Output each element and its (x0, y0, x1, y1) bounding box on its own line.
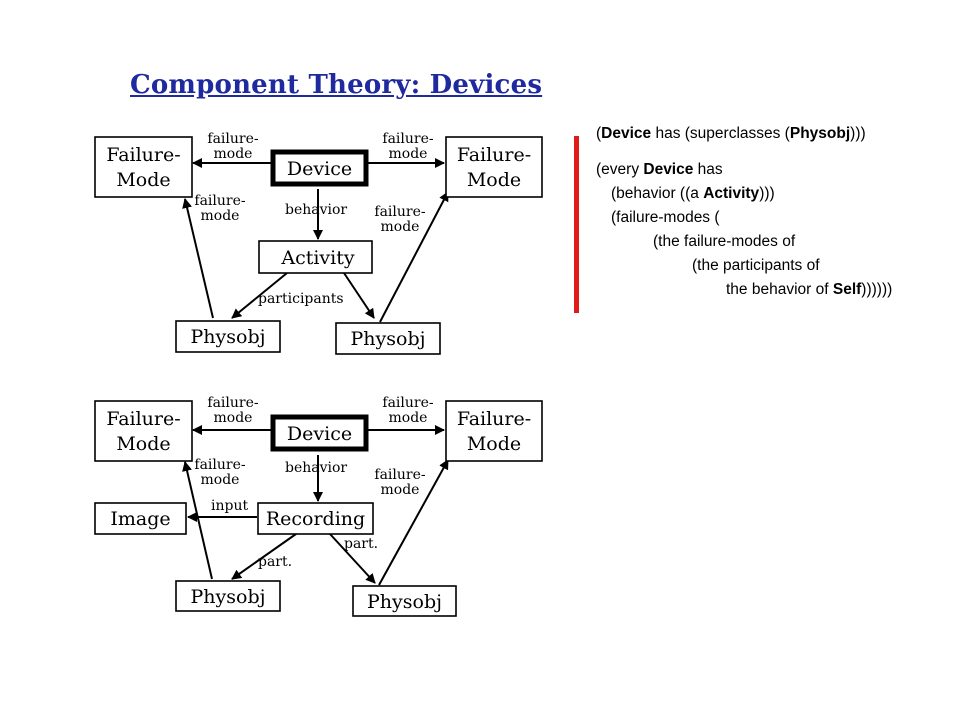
code-line-7: the behavior of Self)))))) (596, 278, 956, 302)
code-line-6: (the participants of (596, 254, 956, 278)
physobj-right-2-label: Physobj (367, 591, 442, 613)
failure-mode-left-line1: Failure- (106, 144, 180, 166)
image-label: Image (110, 508, 170, 530)
physobj-left-label: Physobj (191, 326, 266, 348)
failure-mode-left-2-line1: Failure- (106, 408, 180, 430)
failure-mode-left-node: Failure- Mode (94, 136, 193, 198)
edge2-physobj-right-to-failure-mode-right (378, 459, 449, 586)
edge2-recording-to-physobj-left (231, 533, 297, 580)
km-code-block: (Device has (superclasses (Physobj))) (e… (596, 122, 956, 302)
code-keyword: Activity (703, 185, 760, 202)
device-label: Device (287, 158, 352, 180)
accent-bar (574, 136, 579, 313)
activity-node: Activity (258, 240, 373, 274)
code-line-3: (behavior ((a Activity))) (596, 182, 956, 206)
device-node-2: Device (270, 414, 369, 452)
failure-mode-right-line2: Mode (467, 169, 521, 191)
code-line-2: (every Device has (596, 158, 956, 182)
code-keyword: Physobj (789, 125, 851, 142)
code-text: ( (596, 125, 602, 142)
failure-mode-right-2-line1: Failure- (457, 408, 531, 430)
edge2-label-part-right: part. (344, 536, 378, 552)
failure-mode-left-2-line2: Mode (116, 433, 170, 455)
edge2-label-fm-top-right-1: failure- (382, 395, 433, 411)
edge-label-participants: participants (258, 291, 344, 307)
code-text: ))) (759, 185, 775, 202)
activity-label: Activity (280, 247, 355, 269)
failure-mode-right-node: Failure- Mode (445, 136, 543, 198)
code-text: (failure-modes ( (611, 209, 720, 226)
edge2-label-fm-diag-right-2: mode (381, 482, 420, 498)
edge-activity-to-physobj-right (343, 272, 375, 319)
physobj-right-node: Physobj (335, 322, 441, 355)
failure-mode-left-node-2: Failure- Mode (94, 400, 193, 462)
edge2-label-fm-diag-left-1: failure- (194, 457, 245, 473)
edge-label-behavior: behavior (285, 202, 347, 218)
code-text: (every (596, 161, 644, 178)
physobj-left-node: Physobj (175, 320, 281, 353)
edge2-label-input: input (211, 498, 248, 514)
code-text: )))))) (861, 281, 893, 298)
edge-activity-to-physobj-left (231, 272, 288, 319)
device-label-2: Device (287, 423, 352, 445)
code-text: (the failure-modes of (653, 233, 796, 250)
physobj-left-node-2: Physobj (175, 580, 281, 612)
diagram-1: Failure- Mode Failure- Mode Device Activ… (94, 131, 543, 355)
edge-label-fm-diag-left-1: failure- (194, 193, 245, 209)
edge2-label-fm-diag-left-2: mode (201, 472, 240, 488)
code-text: the behavior of (726, 281, 833, 298)
edge-label-fm-diag-left-2: mode (201, 208, 240, 224)
code-text: has (693, 161, 723, 178)
failure-mode-left-line2: Mode (116, 169, 170, 191)
failure-mode-right-node-2: Failure- Mode (445, 400, 543, 462)
recording-label: Recording (266, 508, 365, 530)
edge2-label-fm-top-right-2: mode (389, 410, 428, 426)
edge2-recording-to-physobj-right (329, 533, 376, 584)
edge-label-fm-top-left-1: failure- (207, 131, 258, 147)
image-node: Image (94, 502, 187, 535)
code-keyword: Device (643, 161, 694, 178)
failure-mode-right-2-line2: Mode (467, 433, 521, 455)
code-text: ))) (850, 125, 866, 142)
edge-label-fm-diag-right-2: mode (381, 219, 420, 235)
failure-mode-right-line1: Failure- (457, 144, 531, 166)
edge-physobj-left-to-failure-mode-left (182, 198, 214, 319)
code-text: has (superclasses ( (651, 125, 790, 142)
edge2-label-behavior: behavior (285, 460, 347, 476)
edge-label-fm-top-right-1: failure- (382, 131, 433, 147)
edge2-label-fm-top-left-1: failure- (207, 395, 258, 411)
code-line-1: (Device has (superclasses (Physobj))) (596, 122, 956, 146)
edge2-label-fm-diag-right-1: failure- (374, 467, 425, 483)
edge2-label-fm-top-left-2: mode (214, 410, 253, 426)
slide-title: Component Theory: Devices (130, 70, 543, 100)
device-node: Device (270, 149, 369, 187)
edge-label-fm-top-left-2: mode (214, 146, 253, 162)
edge-label-fm-top-right-2: mode (389, 146, 428, 162)
diagram-2: Failure- Mode Failure- Mode Device Recor… (94, 395, 543, 617)
recording-node: Recording (257, 502, 374, 535)
code-text: (behavior ((a (611, 185, 704, 202)
edge-label-fm-diag-right-1: failure- (374, 204, 425, 220)
code-text: (the participants of (692, 257, 820, 274)
code-keyword: Self (832, 281, 862, 298)
edge-physobj-right-to-failure-mode-right (379, 191, 449, 323)
code-keyword: Device (601, 125, 652, 142)
physobj-left-2-label: Physobj (191, 586, 266, 608)
code-line-5: (the failure-modes of (596, 230, 956, 254)
code-line-4: (failure-modes ( (596, 206, 956, 230)
physobj-right-node-2: Physobj (352, 585, 457, 617)
edge2-label-part-left: part. (258, 554, 292, 570)
physobj-right-label: Physobj (351, 328, 426, 350)
edge2-physobj-left-to-failure-mode-left (182, 461, 213, 580)
